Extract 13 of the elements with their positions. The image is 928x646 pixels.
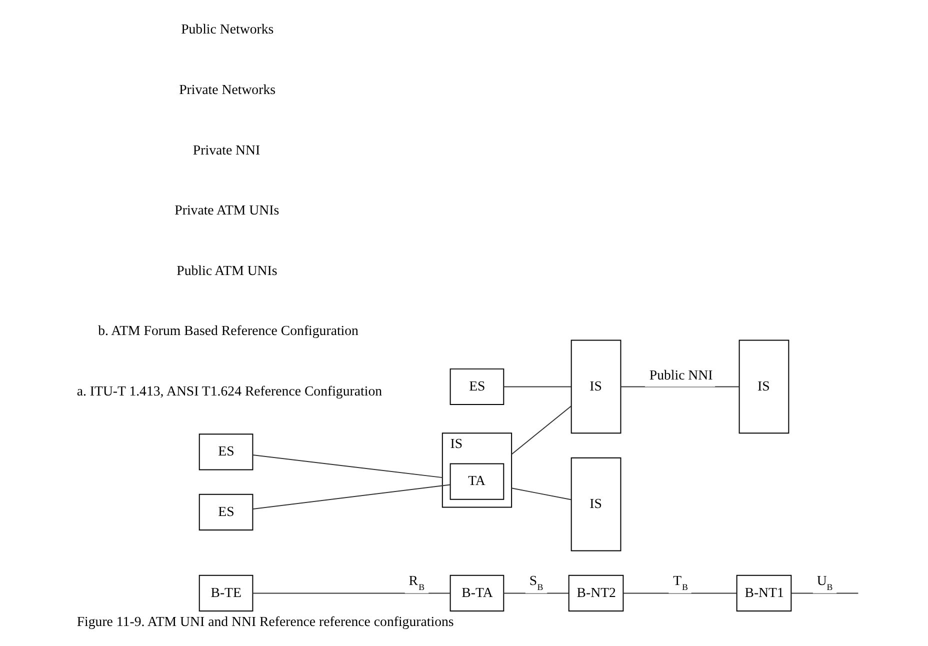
edge-label: T$_{B}$: [673, 573, 688, 592]
label: Private NNI: [192, 142, 260, 158]
edge-label: S$_{B}$: [529, 573, 544, 592]
label: Public ATM UNIs: [176, 262, 278, 278]
label: b. ATM Forum Based Reference Configuration: [98, 323, 358, 338]
label: Private ATM UNIs: [174, 202, 280, 218]
label: Public Networks: [181, 22, 274, 37]
label: a. ITU-T 1.413, ANSI T1.624 Reference Configuration: [76, 383, 382, 398]
caption: Figure 11-9. ATM UNI and NNI Reference reference configurations: [76, 614, 454, 630]
label: Private Networks: [179, 82, 276, 97]
edge-label: U$_{B}$: [816, 573, 833, 592]
edge-label: Public NNI: [649, 368, 713, 383]
edge-label: R$_{B}$: [408, 573, 425, 592]
